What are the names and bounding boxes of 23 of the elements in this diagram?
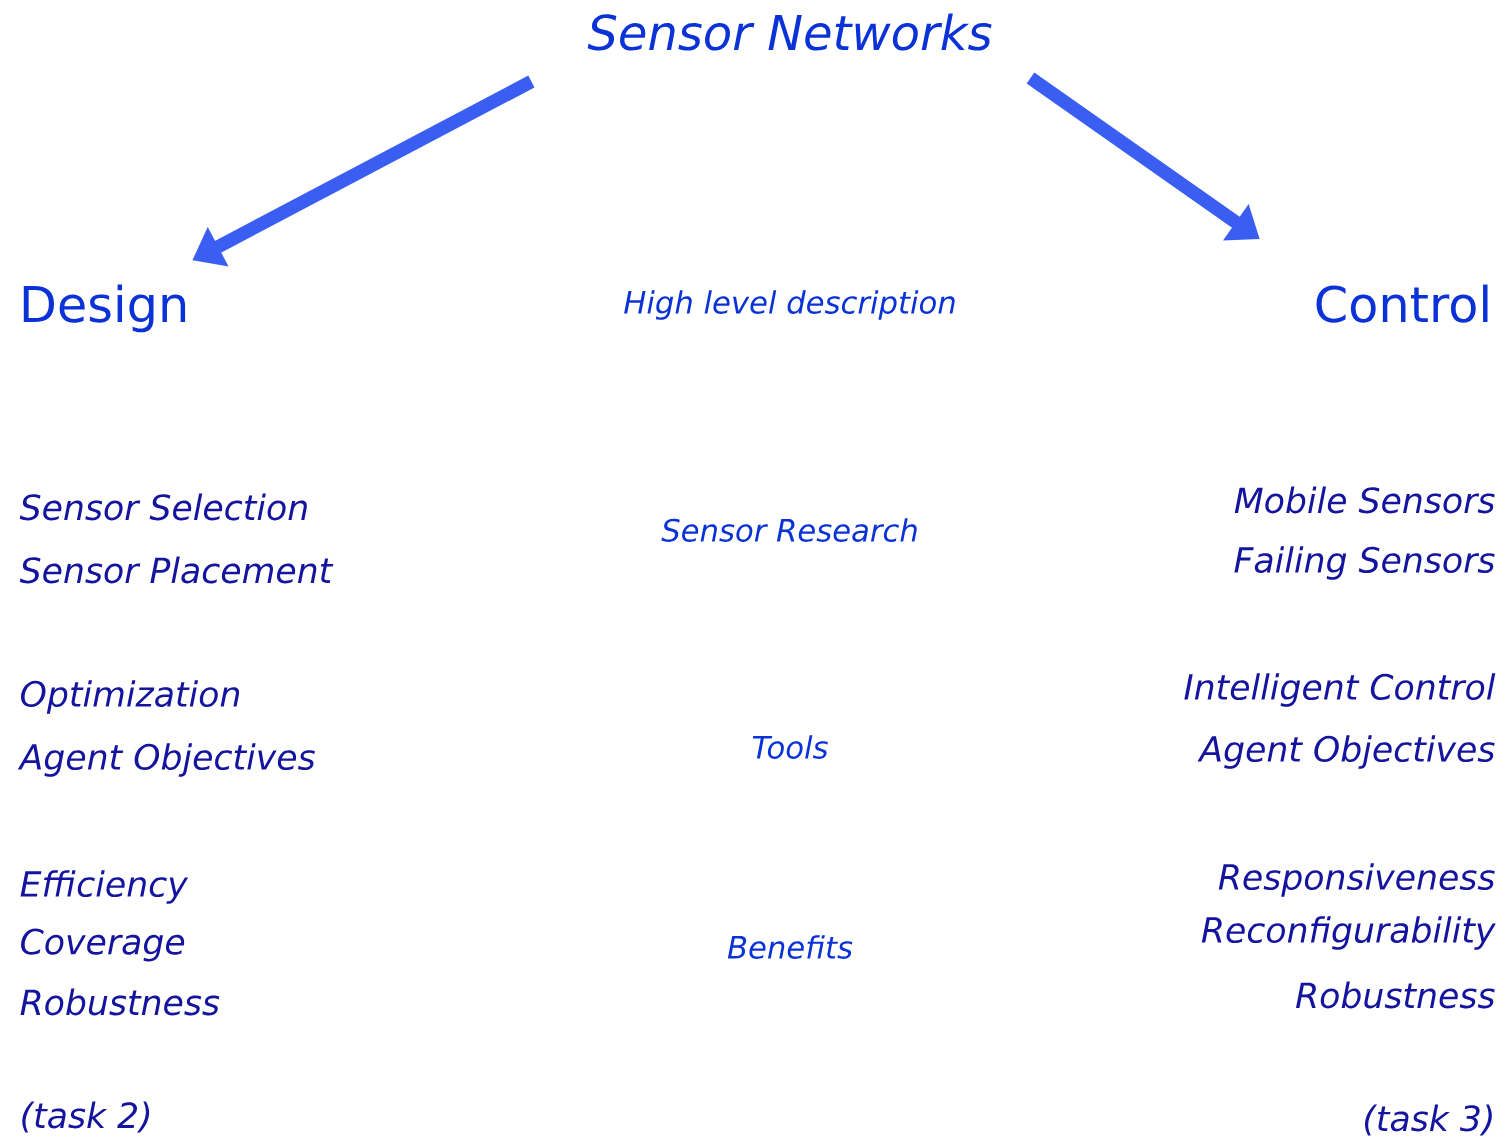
row-label: Tools [752,735,828,759]
list-item: Robustness [20,988,220,1016]
list-item: Sensor Selection [19,493,307,521]
row-label: Sensor Research [661,518,917,542]
heading-text: Sensor Networks [587,13,992,51]
list-item: Agent Objectives [1197,735,1495,769]
list-item: Agent Objectives [17,743,315,777]
list-item: Responsiveness [1218,863,1495,897]
branch-heading: Design [23,284,186,333]
row-label: High level description [624,290,955,320]
list-item: Intelligent Control [1184,673,1496,707]
list-item: Mobile Sensors [1234,486,1495,514]
list-item: Efficiency [20,870,189,904]
task-note: (task 3) [1365,1104,1492,1136]
list-item: Sensor Placement [19,556,334,584]
task-note: (task 2) [22,1101,150,1133]
row-label: Benefits [727,935,853,959]
list-item: Robustness [1296,981,1495,1009]
list-item: Failing Sensors [1234,546,1495,580]
list-item: Coverage [21,928,185,962]
list-item: Reconfigurability [1201,916,1496,950]
branch-heading: Control [1316,284,1488,323]
list-item: Optimization [21,680,240,714]
